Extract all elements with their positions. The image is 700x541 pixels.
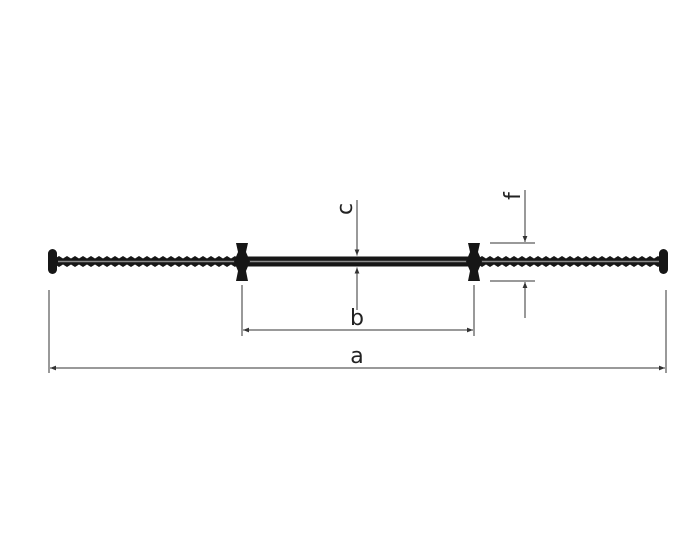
dimension-f-label: f <box>501 191 526 200</box>
dimension-c-label: c <box>333 203 358 215</box>
dimension-b-label: b <box>350 306 364 331</box>
dimension-f <box>490 190 535 318</box>
left-end-bulb <box>48 249 57 274</box>
right-end-bulb <box>659 249 668 274</box>
dimension-a-label: a <box>350 344 363 369</box>
left-anchor-bulb <box>234 243 250 281</box>
dimension-b <box>241 285 475 336</box>
right-anchor-bulb <box>466 243 482 281</box>
waterstop-profile <box>48 243 668 281</box>
dimension-a <box>48 290 667 373</box>
